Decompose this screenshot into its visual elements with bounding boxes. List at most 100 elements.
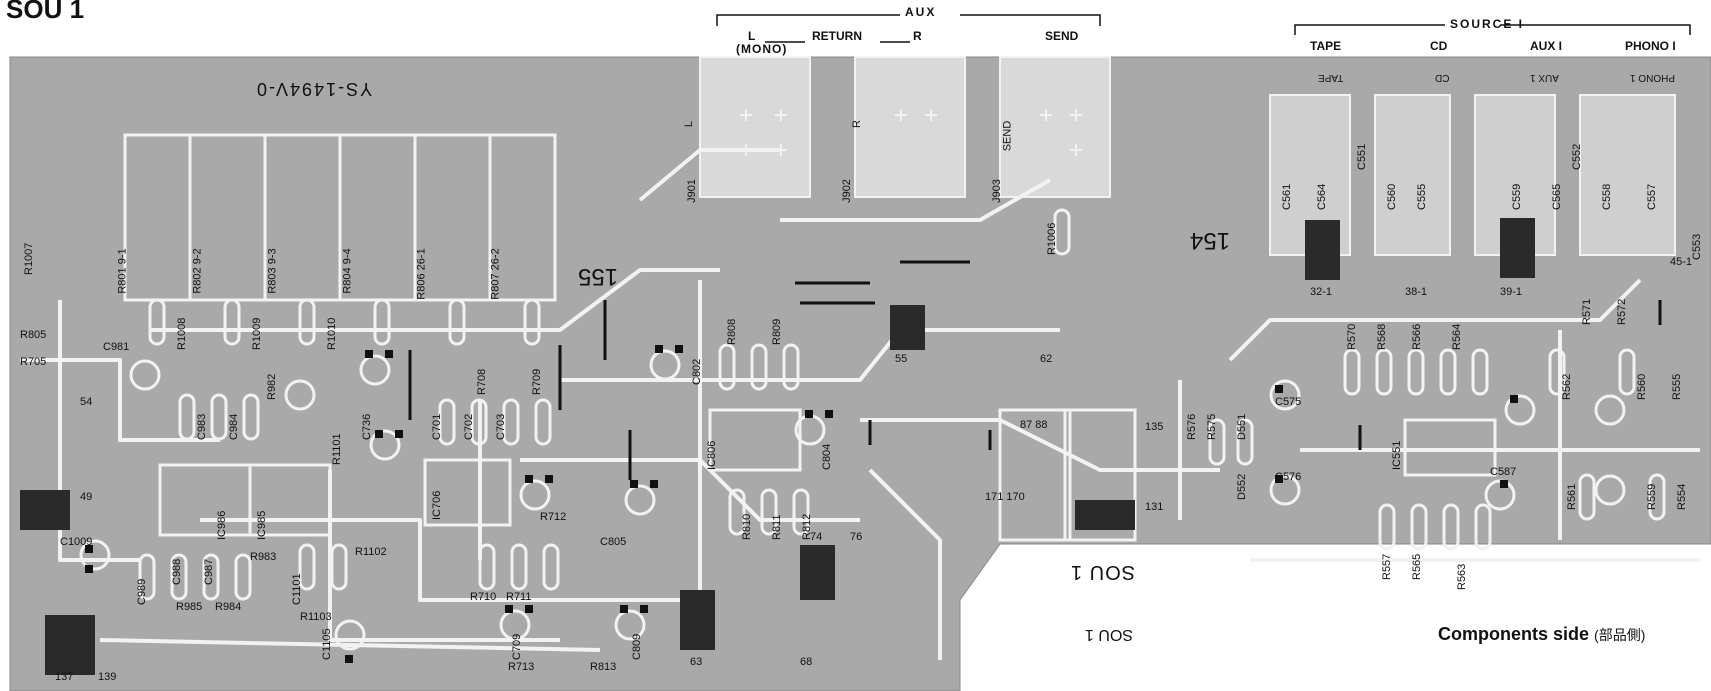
switch-label-5: R806 26-1: [415, 248, 428, 300]
source-mirrored-cd: CD: [1435, 72, 1450, 83]
source-input-aux: AUX I: [1530, 39, 1563, 53]
svg-text:R1008: R1008: [176, 318, 188, 350]
svg-text:R985: R985: [176, 601, 202, 613]
svg-text:R1006: R1006: [1046, 223, 1058, 255]
svg-text:54: 54: [80, 396, 92, 408]
svg-text:R1102: R1102: [355, 546, 387, 558]
svg-text:R555: R555: [1671, 374, 1683, 400]
svg-text:R982: R982: [266, 374, 278, 400]
svg-text:R1010: R1010: [326, 318, 338, 350]
svg-text:49: 49: [80, 491, 92, 503]
svg-text:R1007: R1007: [23, 243, 35, 275]
svg-text:C989: C989: [136, 579, 148, 605]
svg-text:R557: R557: [1381, 554, 1393, 580]
jack-j902-id: J902: [840, 179, 853, 203]
aux-title: AUX: [905, 5, 937, 19]
svg-text:171 170: 171 170: [985, 491, 1025, 503]
svg-text:R812: R812: [801, 514, 813, 540]
part-labels: R1007 R805 R705 C981 R1008 R1009 R1010 C…: [20, 144, 1703, 683]
svg-text:38-1: 38-1: [1405, 286, 1427, 298]
svg-text:R554: R554: [1676, 484, 1688, 510]
svg-text:C736: C736: [361, 414, 373, 440]
svg-text:74: 74: [810, 531, 822, 543]
svg-text:R571: R571: [1581, 299, 1593, 325]
svg-text:C809: C809: [631, 634, 643, 660]
svg-text:55: 55: [895, 353, 907, 365]
svg-text:R983: R983: [250, 551, 276, 563]
svg-text:C557: C557: [1646, 184, 1658, 210]
svg-text:76: 76: [850, 531, 862, 543]
svg-text:R712: R712: [540, 511, 566, 523]
dark-pads: [20, 218, 1535, 675]
pad-dots: [85, 345, 1518, 663]
svg-text:C988: C988: [171, 559, 183, 585]
svg-text:R568: R568: [1376, 324, 1388, 350]
components-side-text: Components side: [1438, 624, 1590, 644]
svg-text:R711: R711: [506, 591, 531, 603]
svg-text:C561: C561: [1281, 184, 1293, 210]
svg-text:R708: R708: [476, 369, 488, 395]
source-mirrored-phono: PHONO 1: [1630, 72, 1676, 83]
svg-text:45-1: 45-1: [1670, 256, 1692, 268]
svg-text:131: 131: [1145, 501, 1163, 513]
part-number-mirrored: YS-1494V-0: [255, 79, 373, 99]
svg-text:R562: R562: [1561, 374, 1573, 400]
svg-text:R564: R564: [1451, 324, 1463, 350]
components-side-label: Components side (部品側): [1438, 624, 1645, 645]
aux-send-label: SEND: [1045, 29, 1079, 43]
svg-text:C709: C709: [511, 634, 523, 660]
board-name-mirrored: SOU 1: [1070, 561, 1136, 583]
svg-text:IC985: IC985: [256, 511, 268, 540]
svg-text:R565: R565: [1411, 554, 1423, 580]
jumpers: [408, 260, 1662, 480]
svg-text:C1009: C1009: [60, 536, 92, 548]
svg-text:137: 137: [55, 671, 73, 683]
svg-text:C1105: C1105: [321, 628, 333, 660]
jack-j903-id: J903: [990, 179, 1003, 203]
components-side-jp: (部品側): [1594, 627, 1646, 643]
switch-label-2: R802 9-2: [191, 248, 204, 294]
switch-label-3: R803 9-3: [266, 248, 279, 294]
svg-text:C981: C981: [103, 341, 129, 353]
svg-text:C558: C558: [1601, 184, 1613, 210]
svg-text:C575: C575: [1275, 396, 1301, 408]
svg-text:C802: C802: [691, 359, 703, 385]
page-title: SOU 1: [6, 0, 85, 24]
svg-text:R1103: R1103: [300, 611, 332, 623]
svg-text:C553: C553: [1691, 234, 1703, 260]
svg-text:C984: C984: [228, 414, 240, 440]
svg-text:IC986: IC986: [216, 511, 228, 540]
svg-text:R561: R561: [1566, 484, 1578, 510]
aux-l-label: L: [748, 29, 756, 43]
svg-text:R811: R811: [771, 515, 783, 540]
svg-text:68: 68: [800, 656, 812, 668]
svg-text:R566: R566: [1411, 324, 1423, 350]
jack-j901-letter: L: [683, 120, 696, 128]
svg-text:IC551: IC551: [1391, 441, 1403, 470]
svg-text:R810: R810: [741, 514, 753, 540]
svg-text:C564: C564: [1316, 184, 1328, 210]
svg-text:R984: R984: [215, 601, 241, 613]
aux-r-label: R: [913, 29, 922, 43]
svg-text:32-1: 32-1: [1310, 286, 1332, 298]
svg-text:C804: C804: [821, 444, 833, 470]
svg-text:R1009: R1009: [251, 318, 263, 350]
svg-text:R576: R576: [1186, 414, 1198, 440]
source-input-phono: PHONO I: [1625, 39, 1676, 53]
source-input-cd: CD: [1430, 39, 1448, 53]
source-title: SOURCE I: [1450, 17, 1525, 31]
switch-label-4: R804 9-4: [341, 248, 354, 294]
source-mirrored-tape: TAPE: [1318, 72, 1344, 83]
svg-text:C1101: C1101: [291, 573, 303, 605]
svg-text:139: 139: [98, 671, 116, 683]
svg-text:63: 63: [690, 656, 702, 668]
svg-text:R713: R713: [508, 661, 534, 673]
jack-j903-letter: SEND: [1001, 120, 1014, 152]
svg-text:R575: R575: [1206, 414, 1218, 440]
svg-text:C805: C805: [600, 536, 626, 548]
aux-mono-label: (MONO): [736, 42, 788, 56]
svg-text:D551: D551: [1236, 414, 1248, 440]
svg-text:C987: C987: [203, 559, 215, 585]
svg-text:R563: R563: [1456, 564, 1468, 590]
